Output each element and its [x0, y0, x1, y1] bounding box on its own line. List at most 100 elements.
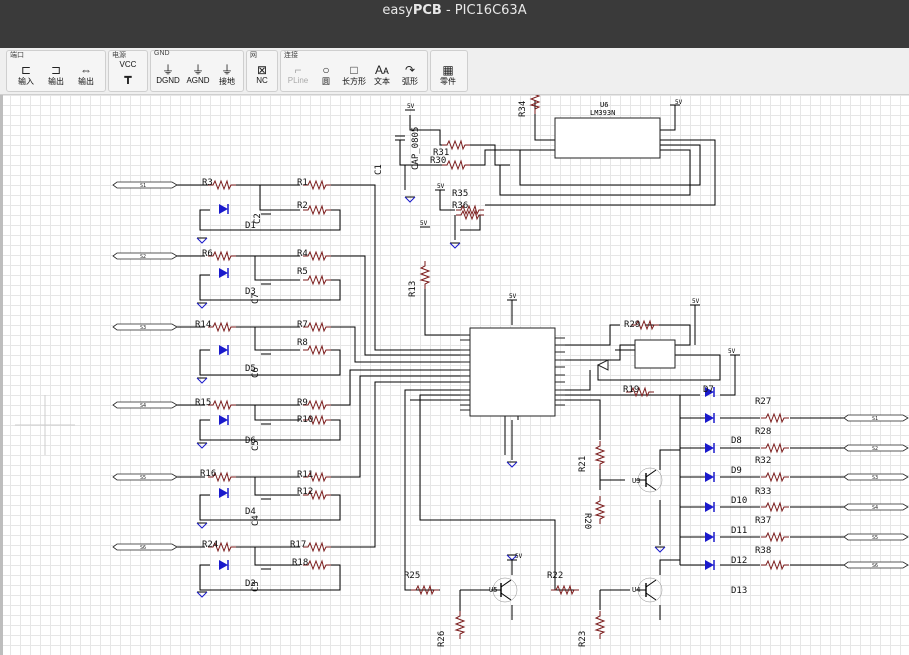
svg-text:C5: C5 [251, 440, 261, 451]
svg-text:C6: C6 [251, 367, 261, 378]
svg-text:5V: 5V [515, 553, 523, 560]
ground-icon: ⏚ [161, 63, 174, 77]
reference-labels: R1 R2 R3 R4 R5 R6 R7 R8 R9 R10 R11 R12 R… [195, 101, 771, 647]
svg-text:R27: R27 [755, 397, 771, 407]
title-bar: easyPCB - PIC16C63A [0, 0, 909, 48]
mcu-chip[interactable] [469, 327, 556, 417]
agnd-tool[interactable]: ⏚AGND [186, 63, 210, 85]
svg-text:D12: D12 [731, 556, 747, 566]
svg-text:S1: S1 [872, 416, 878, 422]
svg-text:R28: R28 [755, 427, 771, 437]
svg-text:C1: C1 [374, 164, 384, 175]
pline-tool[interactable]: ⌐PLine [285, 62, 311, 90]
svg-text:C7: C7 [251, 293, 261, 304]
svg-text:S1: S1 [140, 183, 146, 189]
power-group: 电源 VCC┳ [108, 50, 148, 92]
svg-text:R26: R26 [437, 631, 447, 647]
arc-tool[interactable]: ↷弧形 [397, 62, 423, 90]
svg-text:5V: 5V [437, 183, 445, 190]
circle-tool[interactable]: ○圆 [313, 62, 339, 90]
polyline-icon: ⌐ [294, 63, 302, 77]
svg-text:S2: S2 [872, 446, 878, 452]
rectangle-tool[interactable]: □长方形 [342, 63, 366, 86]
svg-text:R6: R6 [202, 249, 213, 259]
opamp-chip[interactable] [554, 117, 661, 159]
svg-text:R1: R1 [297, 178, 308, 188]
svg-text:R22: R22 [547, 571, 563, 581]
nc-tool[interactable]: ⊠NC [249, 62, 275, 90]
svg-text:U4: U4 [632, 586, 640, 594]
capacitors [260, 135, 406, 570]
svg-text:D7: D7 [703, 385, 714, 395]
svg-text:S4: S4 [872, 505, 878, 511]
output-port-icon: ⊐ [50, 63, 62, 77]
svg-text:R8: R8 [297, 338, 308, 348]
svg-text:R32: R32 [755, 456, 771, 466]
svg-text:R18: R18 [292, 558, 308, 568]
svg-text:C4: C4 [251, 515, 261, 526]
svg-text:D13: D13 [731, 586, 747, 596]
wires [175, 100, 845, 620]
eeprom-chip[interactable] [634, 339, 676, 369]
svg-text:S6: S6 [140, 545, 146, 551]
canvas-edge [0, 95, 3, 655]
svg-text:R2: R2 [297, 201, 308, 211]
svg-text:R10: R10 [297, 415, 313, 425]
svg-text:5V: 5V [407, 103, 415, 110]
vcc-icon: ┳ [124, 70, 132, 84]
port-labels: S1 S2 S3 S4 S5 S6 S1 S2 S3 S4 S5 S6 [140, 183, 878, 569]
eeprom-arrow [596, 359, 609, 371]
no-connect-icon: ⊠ [256, 63, 268, 77]
svg-text:D1: D1 [245, 221, 256, 231]
gnd-group: GND ⏚DGND ⏚AGND ⏚接地 [150, 50, 244, 92]
svg-text:R3: R3 [202, 178, 213, 188]
svg-text:D9: D9 [731, 466, 742, 476]
svg-text:D6: D6 [245, 436, 256, 446]
svg-text:R30: R30 [430, 156, 446, 166]
svg-text:U3: U3 [632, 477, 640, 485]
schematic-canvas[interactable]: S1 S2 S3 S4 S5 S6 S1 S2 S3 S4 S5 S6 U6 L… [0, 95, 909, 655]
svg-text:D10: D10 [731, 496, 747, 506]
svg-text:R9: R9 [297, 398, 308, 408]
svg-text:D3: D3 [245, 287, 256, 297]
svg-text:S5: S5 [872, 535, 878, 541]
svg-text:R31: R31 [433, 148, 449, 158]
svg-text:R12: R12 [297, 487, 313, 497]
ground-icon: ⏚ [191, 63, 204, 77]
earth-icon: ⏚ [220, 63, 233, 77]
svg-text:S4: S4 [140, 403, 146, 409]
svg-text:C3: C3 [251, 581, 261, 592]
dgnd-tool[interactable]: ⏚DGND [156, 63, 180, 85]
opamp-part: LM393N [590, 109, 615, 117]
svg-text:R13: R13 [408, 281, 418, 297]
svg-text:R4: R4 [297, 249, 308, 259]
svg-text:R20: R20 [582, 513, 592, 529]
transistors [490, 467, 663, 603]
text-icon: Aᴀ [375, 63, 389, 77]
svg-text:S5: S5 [140, 475, 146, 481]
output-port-tool[interactable]: ⊐输出 [43, 62, 69, 90]
svg-text:5V: 5V [675, 99, 683, 106]
crosshair-cursor [15, 395, 75, 455]
svg-text:D4: D4 [245, 507, 256, 517]
parts-tool[interactable]: ▦零件 [435, 62, 461, 90]
ports-group: 端口 ⊏输入 ⊐输出 ⇔输出 [6, 50, 106, 92]
svg-text:C2: C2 [253, 213, 263, 224]
svg-text:D5: D5 [245, 364, 256, 374]
svg-text:R21: R21 [578, 456, 588, 472]
diodes [218, 203, 715, 571]
mcu-pins [460, 334, 565, 411]
window-title: easyPCB - PIC16C63A [382, 3, 527, 18]
vcc-tool[interactable]: VCC┳ [115, 60, 141, 88]
bidirectional-port-tool[interactable]: ⇔输出 [73, 62, 99, 90]
schematic-toolbar: 端口 ⊏输入 ⊐输出 ⇔输出 电源 VCC┳ GND ⏚DGND ⏚AGND ⏚… [0, 48, 909, 95]
earth-tool[interactable]: ⏚接地 [214, 62, 240, 90]
input-port-tool[interactable]: ⊏输入 [13, 62, 39, 90]
group-title: 端口 [10, 52, 24, 59]
power-rails: 5V 5V 5V 5V 5V 5V 5V 5V [405, 99, 740, 561]
svg-text:CAP_0805: CAP_0805 [411, 127, 421, 170]
svg-text:5V: 5V [420, 220, 428, 227]
svg-text:S2: S2 [140, 254, 146, 260]
